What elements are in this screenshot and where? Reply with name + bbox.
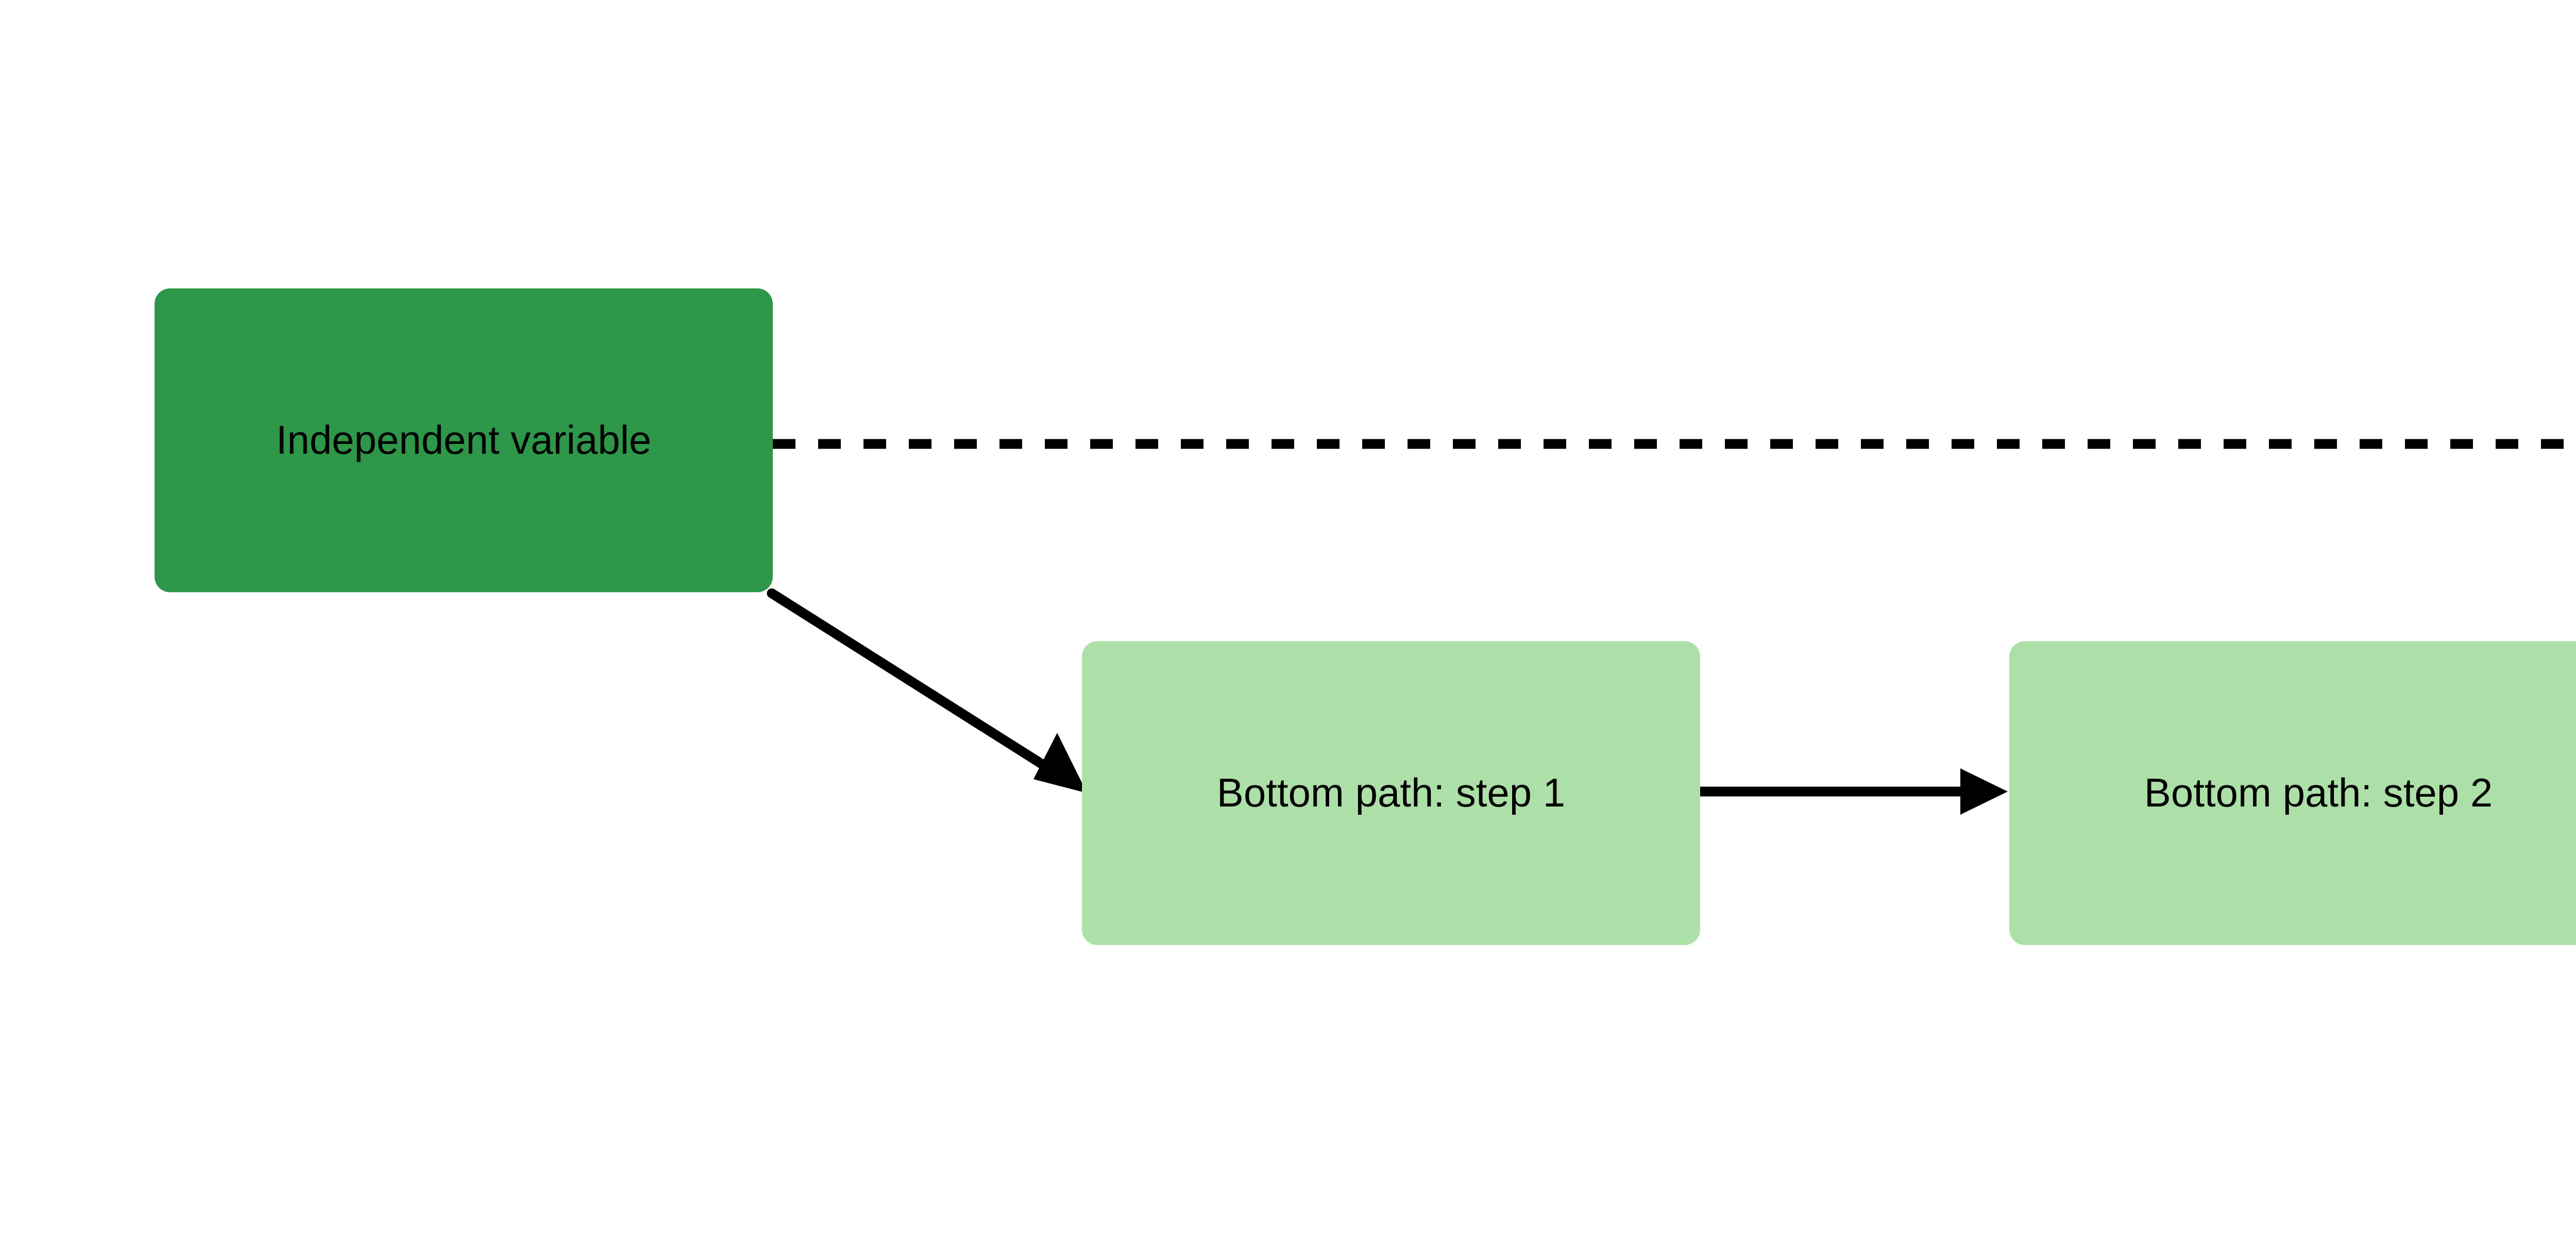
node-bottom-path-step-2[interactable]: Bottom path: step 2: [2009, 641, 2576, 945]
arrowhead-icon: [1960, 768, 2008, 815]
edge-independent-to-step1: [767, 588, 1087, 793]
node-label-bottom-path-step-2: Bottom path: step 2: [2144, 770, 2493, 816]
node-label-bottom-path-step-1: Bottom path: step 1: [1216, 770, 1566, 816]
edge-step1-to-step2: [1695, 768, 2008, 815]
node-bottom-path-step-1[interactable]: Bottom path: step 1: [1082, 641, 1700, 945]
node-independent-variable[interactable]: Independent variable: [155, 288, 773, 592]
edge-independent-to-dependent: [773, 439, 2576, 449]
edge-line-solid: [767, 588, 1059, 777]
node-label-independent-variable: Independent variable: [276, 417, 652, 463]
arrowhead-icon: [1033, 733, 1087, 793]
